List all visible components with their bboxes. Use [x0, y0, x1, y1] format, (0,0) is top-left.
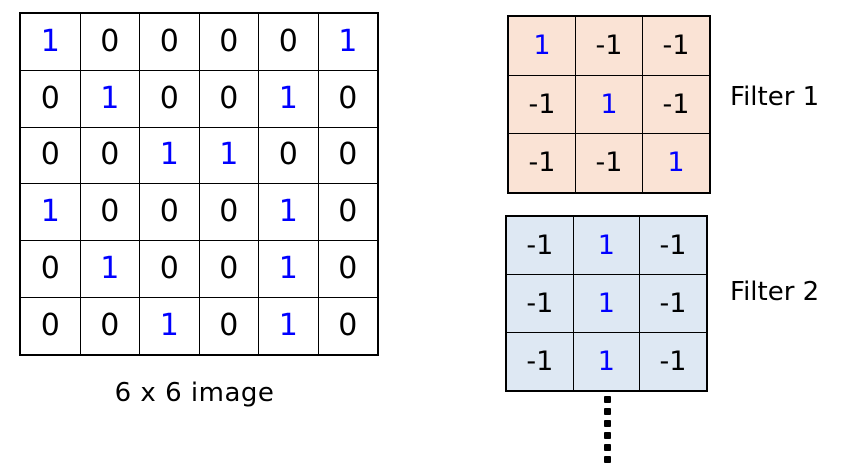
image-matrix-cell-5-5: 0 — [317, 296, 379, 356]
filter-2-cell-0-1: 1 — [572, 215, 641, 275]
image-matrix-cell-4-4: 1 — [258, 240, 319, 298]
image-matrix-cell-3-5: 0 — [317, 183, 379, 242]
image-matrix-cell-0-0: 1 — [19, 12, 81, 71]
filter-2-cell-2-0: -1 — [505, 332, 574, 392]
image-matrix-cell-4-5: 0 — [317, 240, 379, 298]
filter-1-label: Filter 1 — [730, 82, 820, 112]
image-matrix-cell-1-3: 0 — [198, 69, 259, 128]
image-matrix-cell-0-1: 0 — [79, 12, 140, 71]
image-matrix-cell-3-4: 1 — [258, 183, 319, 242]
image-matrix-cell-0-2: 0 — [139, 12, 200, 71]
image-matrix-cell-5-2: 1 — [139, 296, 200, 356]
image-matrix-cell-2-3: 1 — [198, 126, 259, 185]
image-matrix-cell-0-3: 0 — [198, 12, 259, 71]
ellipsis-dot — [603, 432, 611, 439]
filter-2-cell-1-0: -1 — [505, 274, 574, 333]
image-matrix-cell-2-1: 0 — [79, 126, 140, 185]
filter-1-cell-2-2: 1 — [642, 133, 711, 194]
image-matrix-cell-1-4: 1 — [258, 69, 319, 128]
image-matrix-cell-0-5: 1 — [317, 12, 379, 71]
filter-2-cell-0-0: -1 — [505, 215, 574, 275]
image-matrix-cell-1-0: 0 — [19, 69, 81, 128]
image-matrix-cell-1-2: 0 — [139, 69, 200, 128]
image-matrix-cell-2-0: 0 — [19, 126, 81, 185]
image-matrix-cell-1-1: 1 — [79, 69, 140, 128]
filter-1-row: 1-1-1 — [507, 15, 711, 76]
image-matrix-cell-3-3: 0 — [198, 183, 259, 242]
image-matrix-cell-5-1: 0 — [79, 296, 140, 356]
image-matrix-cell-5-0: 0 — [19, 296, 81, 356]
image-matrix-cell-2-2: 1 — [139, 126, 200, 185]
filter-1-cell-2-1: -1 — [575, 133, 643, 194]
image-matrix-cell-3-1: 0 — [79, 183, 140, 242]
filter-1-cell-1-0: -1 — [507, 74, 576, 135]
image-matrix-cell-0-4: 0 — [258, 12, 319, 71]
image-matrix-cell-2-4: 0 — [258, 126, 319, 185]
filter-2-cell-2-2: -1 — [639, 332, 708, 392]
ellipsis-dot — [603, 396, 611, 403]
filter-2-cell-1-1: 1 — [572, 274, 641, 333]
image-matrix-cell-4-0: 0 — [19, 240, 81, 298]
image-matrix-caption: 6 x 6 image — [114, 378, 275, 408]
image-matrix-cell-5-4: 1 — [258, 296, 319, 356]
image-matrix-cell-3-2: 0 — [139, 183, 200, 242]
image-matrix-cell-3-0: 1 — [19, 183, 81, 242]
image-matrix-cell-5-3: 0 — [198, 296, 259, 356]
filter-2-label: Filter 2 — [730, 277, 820, 307]
image-matrix-cell-1-5: 0 — [317, 69, 379, 128]
filter-1-cell-1-2: -1 — [642, 74, 711, 135]
filter-1-cell-0-1: -1 — [575, 15, 643, 76]
ellipsis-dot — [603, 408, 611, 415]
image-matrix-cell-4-2: 0 — [139, 240, 200, 298]
filter-2-cell-1-2: -1 — [639, 274, 708, 333]
image-matrix-cell-4-1: 1 — [79, 240, 140, 298]
ellipsis-dot — [603, 420, 611, 427]
ellipsis-dot — [603, 456, 611, 463]
filter-1-cell-2-0: -1 — [507, 133, 576, 194]
filter-2-cell-0-2: -1 — [639, 215, 708, 275]
filter-1-cell-0-0: 1 — [507, 15, 576, 76]
filter-1-cell-0-2: -1 — [642, 15, 711, 76]
filter-2-cell-2-1: 1 — [572, 332, 641, 392]
image-matrix-cell-4-3: 0 — [198, 240, 259, 298]
ellipsis-dot — [603, 444, 611, 451]
vertical-ellipsis-icon — [601, 396, 613, 463]
filter-1-cell-1-1: 1 — [575, 74, 643, 135]
image-matrix-cell-2-5: 0 — [317, 126, 379, 185]
